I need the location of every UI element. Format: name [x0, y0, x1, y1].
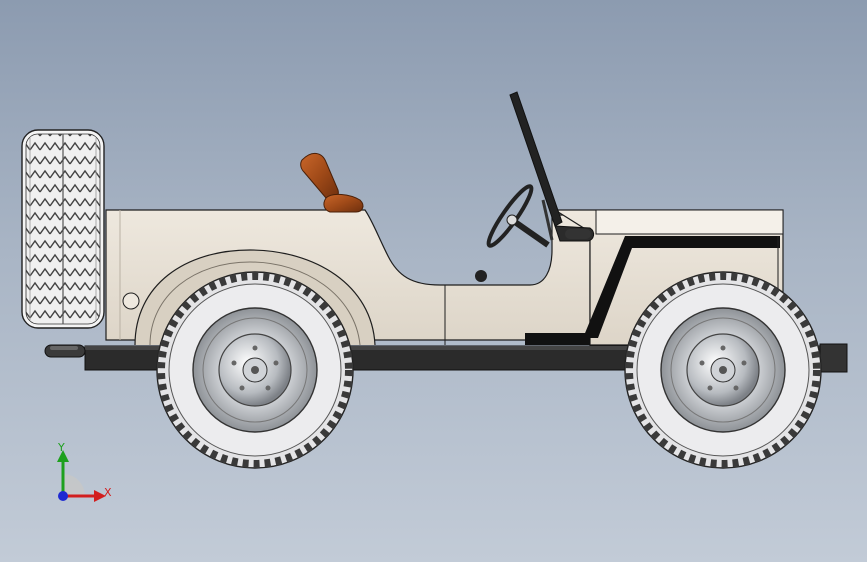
spare-tire[interactable]	[21, 129, 105, 329]
x-axis-label: X	[104, 486, 112, 499]
steering-wheel[interactable]	[475, 182, 554, 282]
z-axis-dot	[58, 491, 68, 501]
windshield[interactable]	[509, 91, 595, 242]
seats[interactable]	[300, 153, 364, 213]
bumper[interactable]	[44, 344, 86, 358]
rear-wheel[interactable]	[156, 271, 354, 469]
y-axis-label: Y	[57, 441, 65, 454]
y-axis-arrowhead	[57, 450, 69, 462]
axis-triad: Y X	[57, 441, 112, 502]
front-wheel[interactable]	[624, 271, 822, 469]
triad-plane	[63, 474, 85, 496]
x-axis-arrowhead	[94, 490, 106, 502]
